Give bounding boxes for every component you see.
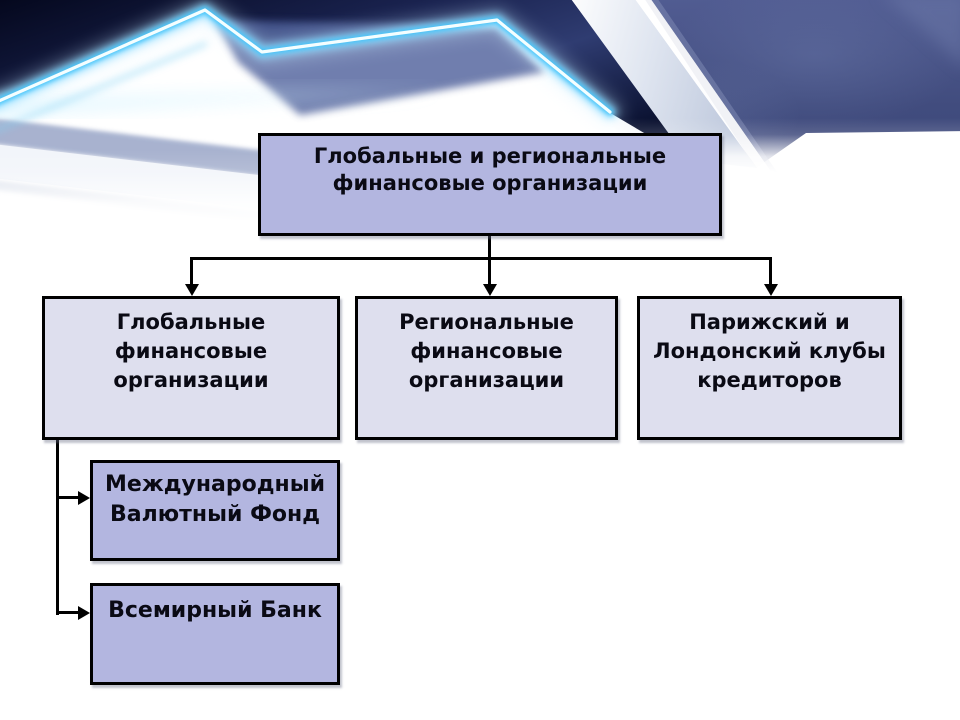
connector-drop-left [190, 257, 193, 285]
connector-root-drop [488, 236, 491, 260]
diagram-box-label: Всемирный Банк [108, 598, 322, 623]
diagram-box-label: Глобальные и региональные финансовые орг… [313, 144, 667, 195]
connector-elbow-vertical [56, 438, 59, 615]
arrowhead-to-clubs-box [764, 284, 778, 296]
arrowhead-to-global-box [185, 284, 199, 296]
banner-neon-streaks [0, 0, 623, 132]
arrowhead-to-worldbank-box [78, 606, 90, 620]
diagram-box-global-financial-organizations: Глобальные финансовые организации [42, 296, 340, 440]
diagram-box-label: Международный Валютный Фонд [105, 472, 325, 527]
diagram-box-regional-financial-organizations: Региональные финансовые организации [355, 296, 618, 440]
diagram-box-global-and-regional: Глобальные и региональные финансовые орг… [258, 133, 722, 236]
diagram-box-label: Региональные финансовые организации [399, 310, 574, 392]
diagram-box-label: Парижский и Лондонский клубы кредиторов [653, 310, 886, 392]
connector-branch-worldbank [56, 611, 79, 614]
arrowhead-to-regional-box [483, 284, 497, 296]
diagram-box-imf: Международный Валютный Фонд [90, 460, 340, 561]
connector-branch-imf [56, 496, 79, 499]
arrowhead-to-imf-box [78, 491, 90, 505]
connector-drop-right [769, 257, 772, 285]
diagram-box-world-bank: Всемирный Банк [90, 583, 340, 685]
diagram-box-paris-london-clubs: Парижский и Лондонский клубы кредиторов [637, 296, 902, 440]
connector-horizontal-bar [190, 257, 772, 260]
connector-drop-middle [488, 257, 491, 285]
diagram-box-label: Глобальные финансовые организации [113, 310, 269, 392]
